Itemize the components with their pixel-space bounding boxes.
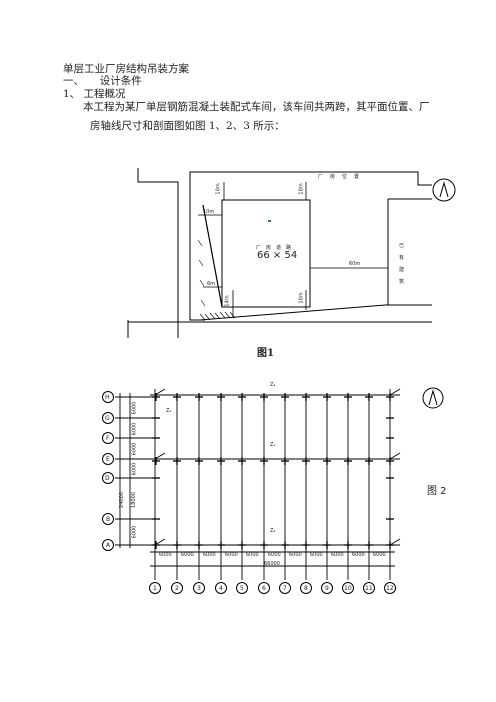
bay-dim: 6000 [159, 552, 172, 558]
row-axis-H: H [105, 394, 110, 401]
col-axis-12: 12 [386, 585, 394, 592]
row-axis-B: B [106, 516, 111, 523]
bay-dim: 6000 [331, 552, 344, 558]
bay-dim: 6000 [225, 552, 238, 558]
bay-dim: 6000 [373, 552, 386, 558]
col-axis-7: 7 [283, 585, 287, 592]
beam-label: Z₁ [166, 408, 172, 414]
subsection-heading: 1、 工程概况 [63, 88, 126, 100]
bay-dim: 6000 [310, 552, 323, 558]
col-axis-9: 9 [325, 585, 329, 592]
col-axis-4: 4 [219, 585, 223, 592]
left-dim: 6000 [131, 462, 138, 476]
section-heading: 一、 设计条件 [63, 75, 142, 87]
col-axis-5: 5 [240, 585, 244, 592]
figure-2-label: 图 2 [427, 486, 447, 497]
dim-bottom-left: 6m [207, 281, 216, 287]
left-dim: 18000 [130, 492, 137, 508]
beam-label: Z₁ [270, 442, 276, 448]
bay-dim: 6000 [352, 552, 365, 558]
left-dim: 6000 [131, 422, 138, 436]
bay-dim: 6000 [246, 552, 259, 558]
col-axis-8: 8 [304, 585, 308, 592]
plant-size-label: 66 × 54 [257, 250, 298, 261]
document-title: 单层工业厂房结构吊装方案 [63, 63, 189, 75]
bay-dim: 6000 [268, 552, 281, 558]
dim-left: 10m [203, 209, 215, 215]
row-axis-D: D [105, 475, 110, 482]
col-axis-10: 10 [344, 585, 352, 592]
left-dim: 6000 [131, 442, 138, 456]
figure-1-label: 图1 [257, 348, 274, 359]
total-width-dim: 24000 [118, 492, 125, 508]
plant-position-label: 厂 房 位 置 [318, 174, 361, 180]
col-axis-3: 3 [197, 585, 201, 592]
beam-label: Z₂ [270, 528, 276, 534]
existing-building-label: 已有建筑 [399, 243, 405, 285]
bay-dim: 6000 [181, 552, 194, 558]
total-length-dim: 66000 [264, 561, 280, 567]
paragraph-line-1: 本工程为某厂单层钢筋混凝土装配式车间，该车间共两跨，其平面位置、厂 [83, 101, 430, 113]
col-axis-1: 1 [153, 585, 157, 592]
beam-label: Z₁ [270, 382, 276, 388]
paragraph-line-2: 房轴线尺寸和剖面图如图 1、2、3 所示： [90, 120, 285, 132]
row-axis-F: F [106, 435, 110, 442]
col-axis-2: 2 [175, 585, 179, 592]
dim-right: 60m [349, 261, 361, 267]
left-dim: 6000 [131, 401, 138, 415]
bay-dim: 6000 [203, 552, 216, 558]
row-axis-A: A [106, 542, 111, 549]
road-label: 厂 房 道 路 [256, 245, 292, 251]
col-axis-11: 11 [365, 585, 373, 592]
col-axis-6: 6 [262, 585, 266, 592]
row-axis-E: E [106, 456, 110, 463]
row-axis-G: G [105, 415, 110, 422]
left-dim: 6000 [131, 525, 138, 539]
bay-dim: 6000 [289, 552, 302, 558]
